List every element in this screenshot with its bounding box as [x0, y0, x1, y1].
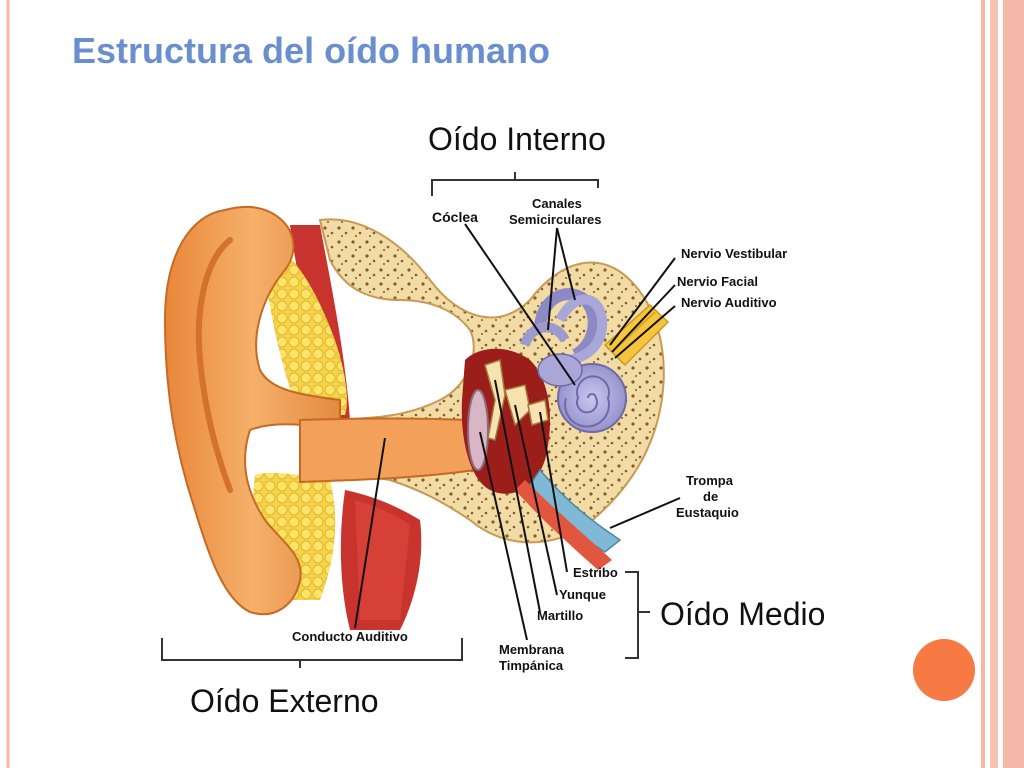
- label-yunque: Yunque: [559, 587, 606, 602]
- label-membrana-line1: Membrana: [499, 642, 565, 657]
- label-conducto-auditivo: Conducto Auditivo: [292, 629, 408, 644]
- inner-ear-heading: Oído Interno: [428, 121, 606, 157]
- label-trompa-line3: Eustaquio: [676, 505, 739, 520]
- label-martillo: Martillo: [537, 608, 583, 623]
- outer-ear-heading: Oído Externo: [190, 683, 379, 719]
- label-nervio-auditivo: Nervio Auditivo: [681, 295, 777, 310]
- accent-dot: [913, 639, 975, 701]
- label-trompa-line2: de: [703, 489, 718, 504]
- slide-title: Estructura del oído humano: [72, 30, 551, 71]
- ear-illustration: [163, 205, 670, 630]
- label-nervio-vestibular: Nervio Vestibular: [681, 246, 787, 261]
- inner-ear-bracket: [431, 172, 599, 196]
- label-estribo: Estribo: [573, 565, 618, 580]
- label-coclea: Cóclea: [432, 209, 478, 225]
- middle-ear-heading: Oído Medio: [660, 596, 825, 632]
- label-canales-line1: Canales: [532, 196, 582, 211]
- middle-ear-bracket: [625, 571, 650, 659]
- slide-border-right: [978, 0, 1024, 768]
- outer-ear-bracket: [161, 638, 463, 668]
- leader-lines: [354, 223, 681, 641]
- label-trompa-line1: Trompa: [686, 473, 734, 488]
- label-nervio-facial: Nervio Facial: [677, 274, 758, 289]
- label-canales-line2: Semicirculares: [509, 212, 602, 227]
- label-membrana-line2: Timpánica: [499, 658, 564, 673]
